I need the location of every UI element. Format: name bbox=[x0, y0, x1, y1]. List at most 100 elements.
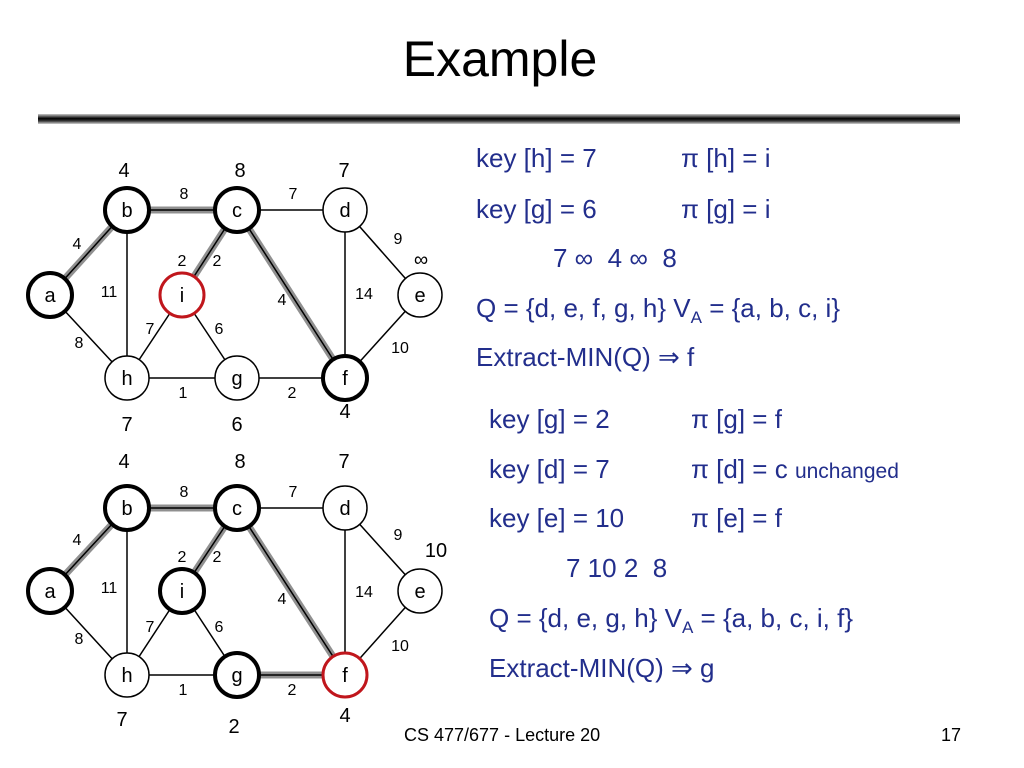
weight-c-d: 7 bbox=[289, 186, 298, 203]
weight-c-i-left: 2 bbox=[178, 253, 187, 270]
weight-h-g: 1 bbox=[179, 682, 188, 699]
edge-c-f bbox=[236, 209, 346, 379]
key-d: 7 bbox=[338, 451, 349, 473]
key-h: 7 bbox=[121, 414, 132, 436]
weight-i-g: 6 bbox=[215, 619, 224, 636]
line-key-values: 7 ∞ 4 ∞ 8 bbox=[553, 243, 677, 273]
weight-a-h: 8 bbox=[75, 631, 84, 648]
node-d bbox=[322, 187, 368, 233]
node-label-a: a bbox=[44, 285, 56, 307]
va-set-2: = {a, b, c, i, f} bbox=[693, 603, 854, 633]
graph-1-nodes bbox=[26, 186, 443, 402]
node-g bbox=[213, 651, 261, 699]
line-extract-min-2: Extract-MIN(Q) ⇒ g bbox=[489, 653, 715, 683]
footer-course: CS 477/677 - Lecture 20 bbox=[404, 725, 601, 745]
weight-a-h: 8 bbox=[75, 335, 84, 352]
weight-d-f: 14 bbox=[355, 584, 373, 601]
graph-2: a b c d e f g h i 8 7 4 2 2 9 11 4 14 7 … bbox=[26, 451, 447, 738]
weight-d-f: 14 bbox=[355, 286, 373, 303]
slide-title: Example bbox=[402, 31, 598, 87]
weight-e-f: 10 bbox=[391, 340, 409, 357]
graph-1: a b c d e f g h i 8 7 4 2 2 9 11 4 14 7 … bbox=[26, 160, 443, 436]
key-g: 2 bbox=[228, 716, 239, 738]
node-label-g: g bbox=[231, 368, 242, 390]
node-f bbox=[321, 354, 369, 402]
key-g: 6 bbox=[231, 414, 242, 436]
edge-c-f bbox=[236, 507, 346, 676]
weight-h-g: 1 bbox=[179, 385, 188, 402]
weight-g-f: 2 bbox=[288, 682, 297, 699]
node-label-c: c bbox=[232, 498, 242, 520]
node-i bbox=[158, 271, 206, 319]
weight-b-h: 11 bbox=[101, 580, 118, 597]
weight-g-f: 2 bbox=[288, 385, 297, 402]
node-label-b: b bbox=[121, 200, 132, 222]
node-label-g: g bbox=[231, 665, 242, 687]
key-f: 4 bbox=[339, 401, 350, 423]
line-pi-d: π [d] = c unchanged bbox=[691, 454, 899, 485]
line-pi-g: π [g] = i bbox=[681, 194, 771, 224]
weight-i-h: 7 bbox=[146, 619, 155, 636]
node-label-e: e bbox=[414, 581, 425, 603]
node-label-i: i bbox=[180, 581, 184, 603]
line-key-values-2: 7 10 2 8 bbox=[566, 553, 668, 583]
key-h: 7 bbox=[116, 709, 127, 731]
node-b bbox=[103, 186, 151, 234]
node-c bbox=[213, 484, 261, 532]
weight-c-f: 4 bbox=[278, 591, 287, 608]
weight-c-i: 2 bbox=[213, 253, 222, 270]
line-pi-e: π [e] = f bbox=[691, 503, 782, 533]
node-c bbox=[213, 186, 261, 234]
node-label-f: f bbox=[342, 368, 348, 390]
node-d bbox=[322, 485, 368, 531]
weight-e-f: 10 bbox=[391, 638, 409, 655]
title-divider bbox=[38, 114, 960, 124]
weight-i-h: 7 bbox=[146, 321, 155, 338]
weight-a-b: 4 bbox=[73, 532, 82, 549]
weight-c-i: 2 bbox=[213, 549, 222, 566]
footer-page-number: 17 bbox=[941, 725, 962, 745]
weight-c-f: 4 bbox=[278, 292, 287, 309]
node-i bbox=[158, 567, 206, 615]
line-pi-h: π [h] = i bbox=[681, 143, 771, 173]
line-key-d: key [d] = 7 bbox=[489, 454, 610, 484]
key-d: 7 bbox=[338, 160, 349, 182]
key-b: 4 bbox=[118, 451, 129, 473]
va-subscript-2: A bbox=[681, 618, 694, 638]
node-label-b: b bbox=[121, 498, 132, 520]
key-f: 4 bbox=[339, 705, 350, 727]
line-extract-min: Extract-MIN(Q) ⇒ f bbox=[476, 342, 695, 372]
key-e: 10 bbox=[425, 540, 447, 562]
node-h bbox=[104, 652, 150, 698]
line-pi-g-2: π [g] = f bbox=[691, 404, 782, 434]
node-e bbox=[397, 568, 443, 614]
queue-text: Q = {d, e, f, g, h} V bbox=[476, 293, 691, 323]
weight-b-h: 11 bbox=[101, 284, 118, 301]
weight-b-c: 8 bbox=[180, 484, 189, 501]
weight-b-c: 8 bbox=[180, 186, 189, 203]
node-label-h: h bbox=[121, 665, 132, 687]
node-label-h: h bbox=[121, 368, 132, 390]
node-b bbox=[103, 484, 151, 532]
node-h bbox=[104, 355, 150, 401]
node-label-f: f bbox=[342, 665, 348, 687]
node-a bbox=[26, 567, 74, 615]
key-c: 8 bbox=[234, 451, 245, 473]
line-key-h: key [h] = 7 bbox=[476, 143, 597, 173]
key-b: 4 bbox=[118, 160, 129, 182]
node-label-a: a bbox=[44, 581, 56, 603]
node-label-d: d bbox=[339, 498, 350, 520]
line-key-e: key [e] = 10 bbox=[489, 503, 625, 533]
node-f bbox=[321, 651, 369, 699]
node-label-c: c bbox=[232, 200, 242, 222]
va-set: = {a, b, c, i} bbox=[701, 293, 841, 323]
node-e bbox=[397, 272, 443, 318]
line-queue-2: Q = {d, e, g, h} VA = {a, b, c, i, f} bbox=[489, 603, 853, 638]
line-key-g: key [g] = 6 bbox=[476, 194, 597, 224]
key-c: 8 bbox=[234, 160, 245, 182]
line-queue: Q = {d, e, f, g, h} VA = {a, b, c, i} bbox=[476, 293, 840, 328]
weight-c-i-left: 2 bbox=[178, 549, 187, 566]
node-a bbox=[26, 271, 74, 319]
weight-c-d: 7 bbox=[289, 484, 298, 501]
